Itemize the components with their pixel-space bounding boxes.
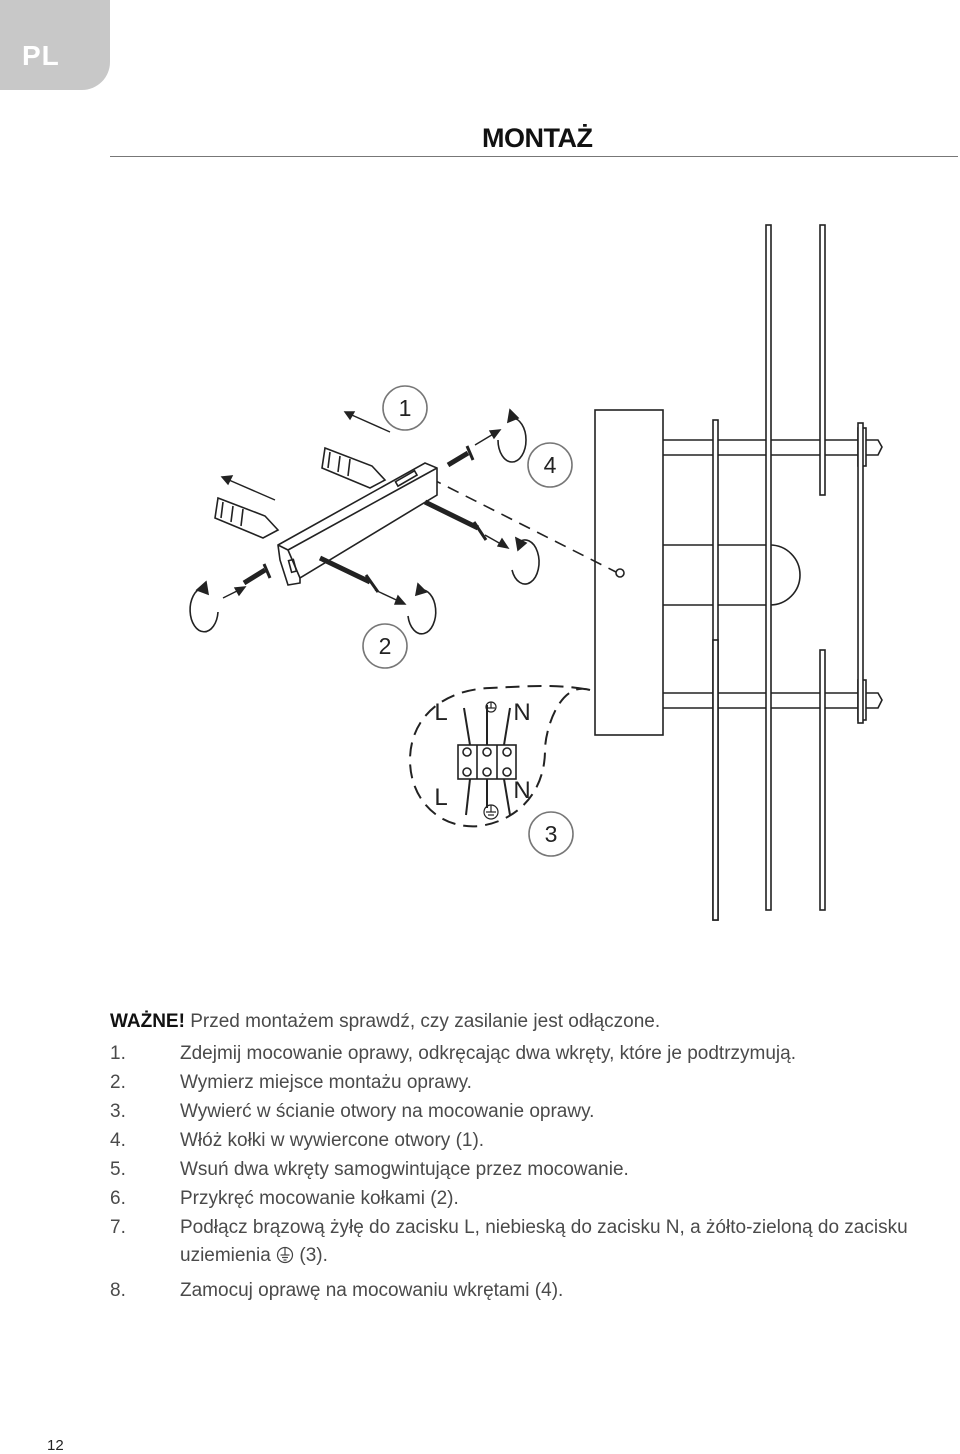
earth-symbol-top <box>485 701 497 713</box>
instructions: WAŻNE! Przed montażem sprawdź, czy zasil… <box>110 1008 930 1306</box>
step-item: 8. Zamocuj oprawę na mocowaniu wkrętami … <box>110 1277 930 1305</box>
callout-4: 4 <box>544 452 557 478</box>
page-title: MONTAŻ <box>482 123 593 153</box>
warning-line: WAŻNE! Przed montażem sprawdź, czy zasil… <box>110 1008 930 1036</box>
page-number: 12 <box>47 1437 64 1454</box>
warning-text: Przed montażem sprawdź, czy zasilanie je… <box>184 1011 661 1032</box>
callout-1: 1 <box>399 395 412 421</box>
step-text: Zdejmij mocowanie oprawy, odkręcając dwa… <box>180 1043 796 1064</box>
step-text: Wymierz miejsce montażu oprawy. <box>180 1072 472 1093</box>
callout-3: 3 <box>545 821 558 847</box>
step-number: 3. <box>110 1101 126 1122</box>
terminal-label-n-bottom: N <box>513 777 530 804</box>
terminal-block <box>457 744 517 780</box>
long-screw-lower <box>318 555 380 593</box>
step-item: 7. Podłącz brązową żyłę do zacisku L, ni… <box>110 1214 930 1270</box>
small-screw-lower <box>242 567 267 586</box>
rotation-arrows <box>189 408 540 635</box>
step-text: Podłącz brązową żyłę do zacisku L, niebi… <box>180 1217 908 1238</box>
step-text: Wywierć w ścianie otwory na mocowanie op… <box>180 1101 595 1122</box>
callout-circle-2 <box>362 623 408 669</box>
step-number: 1. <box>110 1043 126 1064</box>
wiring-detail-outline <box>408 685 591 828</box>
wall-plug-lower <box>214 496 280 539</box>
step-text: Przykręć mocowanie kołkami (2). <box>180 1188 459 1209</box>
step-item: 2. Wymierz miejsce montażu oprawy. <box>110 1069 930 1097</box>
lamp-body <box>594 409 664 736</box>
language-tab: PL <box>0 0 110 90</box>
step-number: 7. <box>110 1217 126 1238</box>
warning-label: WAŻNE! <box>110 1011 185 1032</box>
wall-plug-upper <box>321 446 387 489</box>
title-divider <box>110 156 958 157</box>
long-screw-upper <box>423 499 488 541</box>
step-number: 4. <box>110 1130 126 1151</box>
step-item: 4. Włóż kołki w wywiercone otwory (1). <box>110 1127 930 1155</box>
mounting-diagram: 1 2 3 4 L N L N <box>189 224 883 921</box>
direction-arrows <box>220 411 510 605</box>
callout-circle-1 <box>382 385 428 431</box>
terminal-label-l-bottom: L <box>434 784 447 811</box>
step-number: 5. <box>110 1159 126 1180</box>
terminal-label-l-top: L <box>434 699 447 726</box>
terminal-label-n-top: N <box>513 699 530 726</box>
step-number: 6. <box>110 1188 126 1209</box>
step-text: Włóż kołki w wywiercone otwory (1). <box>180 1130 485 1151</box>
step-text-continued: uziemienia <box>180 1245 271 1266</box>
callout-circle-4 <box>527 442 573 488</box>
step-item: 3. Wywierć w ścianie otwory na mocowanie… <box>110 1098 930 1126</box>
wires <box>463 705 511 816</box>
step-text: Wsuń dwa wkręty samogwintujące przez moc… <box>180 1159 629 1180</box>
earth-symbol-bottom <box>483 804 499 820</box>
earth-icon <box>277 1246 294 1264</box>
callout-2: 2 <box>379 633 392 659</box>
step-number: 2. <box>110 1072 126 1093</box>
language-label: PL <box>22 40 60 71</box>
small-screw-upper <box>446 450 470 468</box>
step-item: 6. Przykręć mocowanie kołkami (2). <box>110 1185 930 1213</box>
callout-circle-3 <box>528 811 574 857</box>
step-text-suffix: (3). <box>294 1245 328 1266</box>
step-item: 5. Wsuń dwa wkręty samogwintujące przez … <box>110 1156 930 1184</box>
step-number: 8. <box>110 1280 126 1301</box>
step-item: 1. Zdejmij mocowanie oprawy, odkręcając … <box>110 1040 930 1068</box>
step-text: Zamocuj oprawę na mocowaniu wkrętami (4)… <box>180 1280 564 1301</box>
